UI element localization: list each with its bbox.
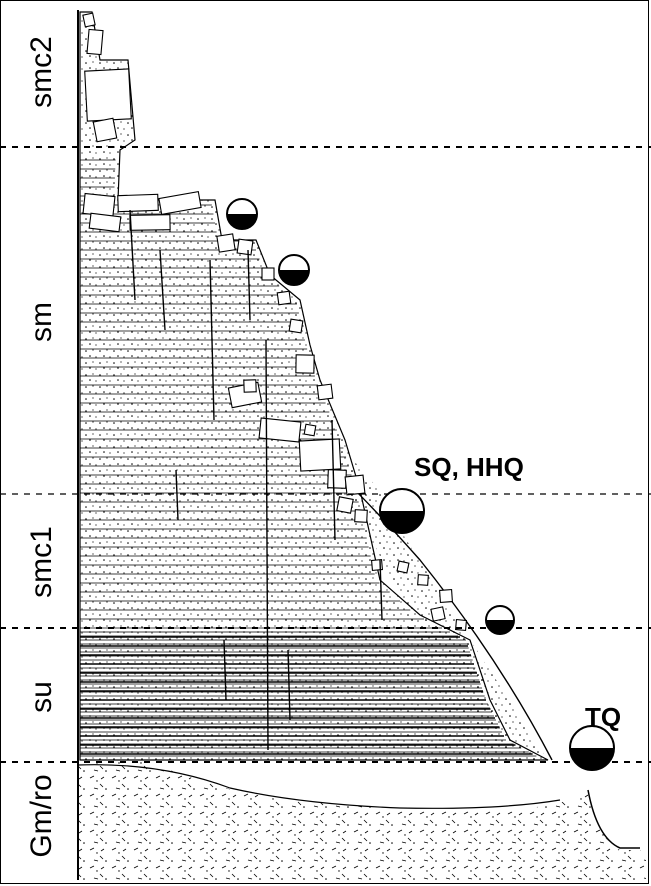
block — [303, 423, 317, 437]
block — [92, 117, 118, 143]
block — [82, 192, 116, 218]
block — [261, 267, 275, 281]
block — [86, 28, 104, 56]
bedding-lines — [80, 159, 537, 757]
block — [158, 191, 202, 215]
unit-label-gm-ro: Gm/ro — [25, 774, 58, 858]
block — [396, 560, 410, 574]
fracture-line — [331, 419, 336, 541]
fracture-line — [209, 259, 215, 421]
fracture-line — [287, 649, 291, 721]
fracture-line — [223, 639, 227, 701]
block — [354, 509, 368, 523]
gravel-base-outline — [77, 764, 561, 809]
block — [88, 212, 122, 233]
fracture-line — [379, 559, 383, 621]
unit-label-su: su — [25, 681, 58, 713]
symbol-fill — [570, 748, 614, 770]
gravel-base — [78, 762, 646, 880]
block — [327, 469, 347, 489]
fractures — [129, 209, 383, 751]
unit-label-smc1: smc1 — [25, 526, 58, 598]
block — [236, 238, 254, 256]
block — [276, 290, 292, 306]
block — [82, 12, 96, 28]
block — [298, 438, 342, 472]
fracture-line — [265, 339, 269, 751]
block — [430, 606, 446, 622]
block — [129, 214, 171, 231]
water-level-symbol — [485, 605, 515, 635]
symbol-fill — [279, 270, 309, 285]
block — [439, 589, 453, 603]
water-level-symbols — [226, 198, 615, 771]
block — [295, 354, 315, 374]
water-level-symbol — [226, 198, 258, 230]
water-level-symbol — [569, 725, 615, 771]
bank-body — [79, 11, 549, 761]
block — [336, 496, 354, 514]
fracture-line — [129, 209, 136, 301]
water-level-symbol — [379, 488, 425, 534]
block — [316, 383, 334, 401]
block — [258, 417, 302, 443]
unit-label-sm: sm — [25, 302, 58, 342]
block — [216, 233, 236, 253]
symbol-fill — [486, 620, 514, 634]
water-level-symbol — [278, 254, 310, 286]
fracture-line — [175, 469, 179, 521]
block — [417, 574, 429, 586]
block — [344, 474, 366, 496]
fracture-line — [159, 249, 166, 331]
block — [288, 318, 304, 334]
channel-bed — [587, 789, 640, 849]
symbol-fill — [380, 511, 424, 533]
symbol-fill — [227, 214, 257, 229]
blocks — [82, 12, 468, 632]
block — [243, 379, 257, 393]
annotation-tq: TQ — [585, 702, 622, 732]
block — [84, 68, 132, 122]
fracture-line — [247, 249, 251, 321]
unit-label-smc2: smc2 — [25, 36, 58, 108]
block — [117, 193, 159, 213]
annotation-sq-hhq: SQ, HHQ — [414, 452, 524, 482]
